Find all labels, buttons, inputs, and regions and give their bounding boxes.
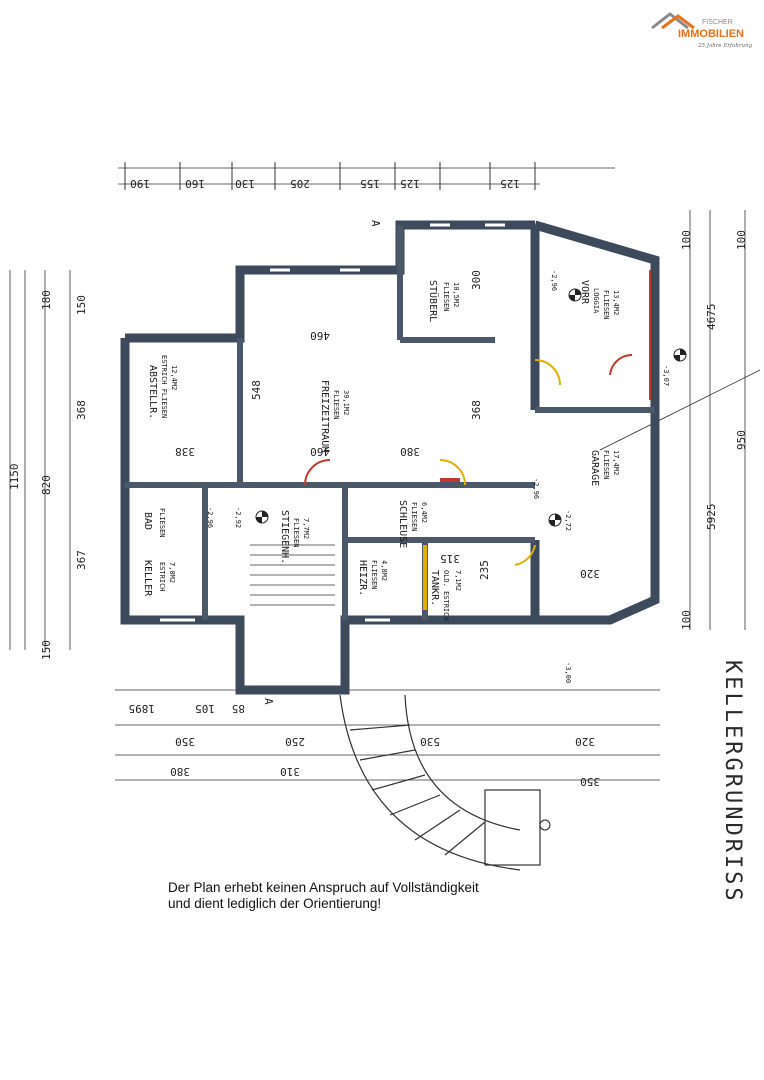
- dim-right-4: 100: [735, 230, 748, 250]
- dim-bottom-r2-2: 350: [175, 735, 195, 748]
- dim-inner-460a: 460: [310, 329, 330, 342]
- room-freizeitraum-floor: FLIESEN: [332, 390, 340, 420]
- dim-top-3: 130: [235, 177, 255, 190]
- room-bad-name: BAD: [142, 512, 153, 530]
- room-garage-area: 17,4M2: [612, 450, 620, 475]
- disclaimer: Der Plan erhebt keinen Anspruch auf Voll…: [168, 880, 568, 912]
- room-heizr-floor: FLIESEN: [370, 560, 378, 590]
- level-4: -2,96: [532, 478, 540, 499]
- dim-right-16: 100: [680, 610, 693, 630]
- section-marker-a: A: [369, 220, 382, 227]
- dim-inner-300: 300: [470, 270, 483, 290]
- dim-inner-380: 380: [400, 445, 420, 458]
- dim-bottom-r2-4: 250: [285, 735, 305, 748]
- level-7: -3,00: [564, 662, 572, 683]
- room-heizr-area: 4,8M2: [380, 560, 388, 581]
- dim-inner-338: 338: [175, 445, 195, 458]
- level-6: -3,07: [662, 365, 670, 386]
- dim-left-10: 150: [40, 640, 53, 660]
- room-schleuse-area: 6,4M2: [420, 502, 428, 523]
- brand-tagline: 25 Jahre Erfahrung: [697, 43, 753, 49]
- brand-name: FISCHER: [702, 19, 733, 26]
- dim-right-1: 100: [680, 230, 693, 250]
- room-vorr-name: VORR: [579, 280, 590, 305]
- room-heizr-name: HEIZR.: [357, 560, 368, 596]
- level-3: -2,92: [234, 507, 242, 528]
- room-tankr-name: TANKR.: [429, 570, 440, 606]
- room-schleuse-name: SCHLEUSE: [397, 500, 408, 548]
- dim-bottom-2: 105: [195, 702, 215, 715]
- level-2: -2,96: [206, 507, 214, 528]
- room-freizeitraum-name: FREIZEITRAUM: [319, 380, 330, 452]
- dim-left-1: 1150: [8, 464, 21, 491]
- dim-top-7: 125: [500, 177, 520, 190]
- brand-logo: FISCHER IMMOBILIEN 25 Jahre Erfahrung: [648, 6, 758, 54]
- room-schleuse-floor: FLIESEN: [410, 502, 418, 532]
- plan-title: KELLERGRUNDRISS: [720, 660, 745, 904]
- room-stuberl-name: STÜBERL: [427, 280, 440, 322]
- dim-left-3: 820: [40, 475, 53, 495]
- room-vorr-area: 13,4M2: [612, 290, 620, 315]
- dim-bottom-r2-6: 530: [420, 735, 440, 748]
- dim-right-5: 4675: [705, 304, 718, 331]
- room-keller-floor: ESTRICH: [158, 562, 166, 592]
- room-stuberl-area: 10,5M2: [452, 282, 460, 307]
- dim-bottom-r2-8: 320: [575, 735, 595, 748]
- room-tankr-floor: OLD. ESTRICH: [442, 570, 450, 621]
- dim-inner-368: 368: [470, 400, 483, 420]
- room-bad-floor: FLIESEN: [158, 508, 166, 538]
- room-stiegenh-name: STIEGENH.: [279, 510, 290, 564]
- dim-inner-460b: 460: [310, 445, 330, 458]
- dim-bottom-r3-3: 350: [580, 775, 600, 788]
- room-abstellr-name: ABSTELLR.: [147, 365, 158, 419]
- dim-top-4: 205: [290, 177, 310, 190]
- disclaimer-line-2: und dient lediglich der Orientierung!: [168, 896, 382, 911]
- dim-inner-548: 548: [250, 380, 263, 400]
- floor-plan: 190 160 130 205 155 125 125 1150 180 820…: [0, 150, 764, 945]
- room-keller-area: 7,0M2: [168, 562, 176, 583]
- room-tankr-area: 7,1M2: [454, 570, 462, 591]
- room-garage-name: GARAGE: [589, 450, 600, 486]
- dim-inner-320: 320: [580, 567, 600, 580]
- dim-left-4: 150: [75, 295, 88, 315]
- dim-left-5: 368: [75, 400, 88, 420]
- dim-bottom-1: 1895: [129, 702, 156, 715]
- section-marker-a-bottom: A: [262, 698, 275, 705]
- room-abstellr-floor: ESTRICH FLIESEN: [160, 355, 168, 418]
- disclaimer-line-1: Der Plan erhebt keinen Anspruch auf Voll…: [168, 880, 479, 895]
- level-5: -2,72: [564, 510, 572, 531]
- room-freizeitraum-area: 39,1M2: [342, 390, 350, 415]
- room-vorr-floor: FLIESEN: [602, 290, 610, 320]
- brand-subname: IMMOBILIEN: [678, 28, 744, 40]
- dim-bottom-r3-1: 380: [170, 765, 190, 778]
- dim-top-2: 160: [185, 177, 205, 190]
- dim-left-8: 367: [75, 550, 88, 570]
- room-stiegenh-area: 7,7M2: [302, 518, 310, 539]
- room-stuberl-floor: FLIESEN: [442, 282, 450, 312]
- dim-top-5: 155: [360, 177, 380, 190]
- room-vorr-sub: LOGGIA: [592, 288, 600, 314]
- dim-inner-235: 235: [478, 560, 491, 580]
- dim-right-9: 5925: [705, 504, 718, 531]
- dim-top-6: 125: [400, 177, 420, 190]
- dim-inner-315: 315: [440, 552, 460, 565]
- dim-bottom-r3-2: 310: [280, 765, 300, 778]
- room-keller-name: KELLER: [142, 560, 153, 597]
- dim-left-2: 180: [40, 290, 53, 310]
- room-garage-floor: FLIESEN: [602, 450, 610, 480]
- level-1: -2,96: [550, 270, 558, 291]
- dim-bottom-3: 85: [232, 702, 245, 715]
- room-stiegenh-floor: FLIESEN: [292, 518, 300, 548]
- dim-top-1: 190: [130, 177, 150, 190]
- dim-right-10: 950: [735, 430, 748, 450]
- room-abstellr-area: 12,4M2: [170, 365, 178, 390]
